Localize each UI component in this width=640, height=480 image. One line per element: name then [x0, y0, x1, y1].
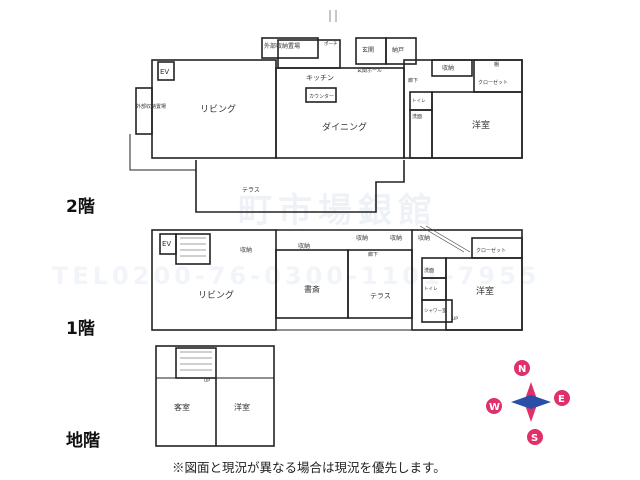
room-2f-terrace-edge [129, 134, 196, 171]
label-2f-storage: 収納 [442, 64, 454, 72]
compass-s: S [531, 433, 538, 444]
label-2f-porch: ポーチ [324, 40, 338, 47]
compass-s-marker [527, 429, 543, 445]
label-2f-closet-small: 棚 [494, 61, 499, 68]
label-2f-ev: EV [160, 68, 169, 76]
room-2f-outdoor-storage-top [261, 37, 319, 59]
compass-n-marker [514, 360, 530, 376]
room-1f-stairs [175, 233, 211, 265]
label-1f-hallway: 廊下 [368, 251, 378, 258]
room-b1-stairs [175, 347, 217, 379]
label-2f-hall: 玄関ホール [357, 67, 382, 74]
label-2f-outdoor-storage-left: 外部収納置場 [136, 103, 166, 110]
room-2f-ev [157, 61, 175, 81]
label-1f-storage-b: 収納 [298, 242, 310, 250]
label-2f-counter: カウンター [309, 93, 334, 100]
room-2f-shoe-closet [385, 37, 417, 65]
label-1f-ev: EV [162, 240, 171, 248]
label-1f-closet: クローゼット [476, 247, 506, 254]
label-2f-kitchen: キッチン [306, 74, 334, 82]
compass: N E S W [486, 360, 570, 445]
label-1f-storage-c: 収納 [356, 234, 368, 242]
room-1f-closet [471, 237, 523, 259]
label-2f-living: リビング [200, 103, 236, 115]
label-1f-storage-a: 収納 [240, 246, 252, 254]
room-2f-right-wing [403, 59, 523, 159]
label-1f-living: リビング [198, 289, 234, 301]
floor-label-b1: 地階 [66, 431, 100, 451]
floor-label-1f: 1階 [66, 319, 95, 339]
label-b1-western: 洋室 [234, 402, 250, 412]
label-2f-entrance: 玄関 [362, 46, 374, 54]
label-2f-closet: クローゼット [478, 79, 508, 86]
label-1f-up: UP [452, 316, 458, 322]
room-2f-washroom [409, 109, 433, 159]
label-2f-shoe-closet: 納戸 [392, 46, 404, 54]
room-2f-outdoor-storage-left [135, 87, 153, 135]
label-2f-outdoor-storage-top: 外部収納置場 [264, 42, 300, 50]
watermark-tel: TEL0200-76-0300-1101-7955 [52, 262, 541, 290]
room-b1-outline [155, 345, 275, 447]
label-1f-toilet: トイレ [424, 287, 438, 292]
compass-w-marker [486, 398, 502, 414]
compass-e: E [558, 394, 565, 405]
label-b1-up: UP [204, 378, 210, 384]
compass-needle-west [511, 395, 531, 409]
room-2f-closet [473, 59, 523, 93]
compass-n: N [518, 364, 526, 375]
room-2f-terrace [195, 160, 405, 213]
label-2f-washroom: 洗面 [412, 113, 422, 120]
label-1f-western: 洋室 [476, 285, 494, 297]
label-2f-western: 洋室 [472, 119, 490, 131]
room-1f-right-wing [411, 229, 523, 331]
label-1f-shower: シャワー室 [424, 307, 447, 314]
room-2f-counter [305, 87, 337, 103]
floor-label-2f: 2階 [66, 197, 95, 217]
compass-w: W [489, 402, 500, 413]
label-1f-storage-e: 収納 [418, 234, 430, 242]
label-2f-terrace: テラス [242, 187, 260, 194]
room-1f-study [275, 249, 349, 319]
compass-needle-east [531, 395, 551, 409]
disclaimer-note: ※図面と現況が異なる場合は現況を優先します。 [172, 460, 446, 475]
label-1f-washroom: 洗面 [424, 267, 434, 274]
label-2f-dining: ダイニング [322, 121, 367, 133]
room-2f-kitchen-top [277, 39, 341, 69]
label-1f-study: 書斎 [304, 284, 320, 294]
room-1f-terrace [347, 249, 413, 319]
label-1f-storage-d: 収納 [390, 234, 402, 242]
compass-e-marker [554, 390, 570, 406]
label-2f-toilet: トイレ [412, 99, 426, 104]
label-b1-guest: 客室 [174, 402, 190, 412]
label-1f-terrace: テラス [370, 292, 391, 300]
label-2f-hallway: 廊下 [408, 77, 418, 84]
room-1f-shower [421, 299, 453, 323]
watermark-company: 町市場銀館 [238, 191, 438, 231]
stair-hatching [180, 10, 471, 371]
room-2f-dining [275, 67, 405, 159]
room-2f-storage [431, 59, 473, 77]
